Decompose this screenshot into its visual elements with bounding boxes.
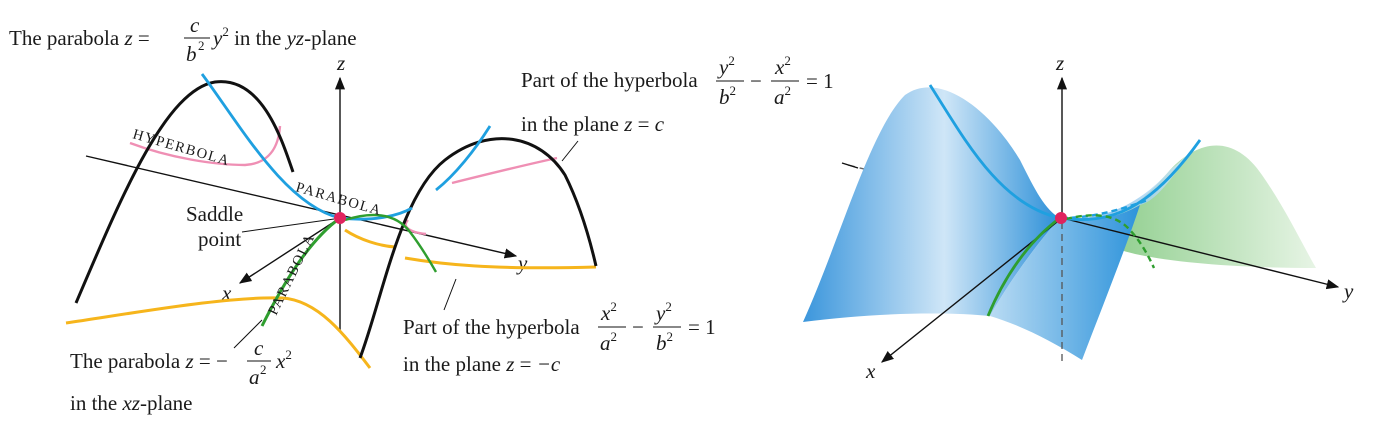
hyperbola-bottom-den2: b2 <box>656 329 673 355</box>
hyperbola-bottom-label-line2: in the plane z = −c <box>403 352 561 376</box>
right-z-axis-label: z <box>1055 51 1064 75</box>
hyperbola-bottom-minus: − <box>632 315 644 339</box>
blue-parabola-yz-right <box>435 125 492 192</box>
yz-frac-den-exp: 2 <box>198 38 205 53</box>
xz-parabola-label-line2: in the xz-plane <box>70 391 192 415</box>
hyperbola-top-minus: − <box>750 69 762 93</box>
yz-parabola-label-rhs: y2 in the yz-plane <box>211 24 357 50</box>
hyperbola-top-num1: y2 <box>717 53 735 79</box>
black-parabola-right <box>358 137 598 359</box>
right-y-axis-back-tip <box>841 162 859 169</box>
hyperbola-top-rhs: = 1 <box>806 69 834 93</box>
orange-hyperbola-bottom-right-2 <box>404 256 597 270</box>
yz-frac-num: c <box>190 13 200 37</box>
saddle-point-label-line2: point <box>198 227 241 251</box>
right-blue-parabola-dashed <box>1061 198 1149 220</box>
blue-surface-front <box>990 205 1140 360</box>
blue-parabola-yz <box>200 73 413 221</box>
pink-hyperbola-left <box>129 125 282 167</box>
left-x-axis-label: x <box>221 281 232 305</box>
right-y-axis <box>1061 217 1340 290</box>
yz-parabola-label: The parabola z = <box>9 26 150 50</box>
saddle-point-label-line1: Saddle <box>186 202 243 226</box>
left-diagram: z y x HYPERBOLA PARABOLA PARABOLA Saddle… <box>9 13 834 415</box>
hyperbola-top-den2: a2 <box>774 83 791 109</box>
left-x-axis <box>238 217 341 284</box>
hyperbola-top-label-line1: Part of the hyperbola <box>521 68 698 92</box>
blue-surface-top <box>1060 140 1200 221</box>
xz-parabola-label-rhs: x2 <box>275 347 292 373</box>
right-x-axis-label: x <box>865 359 876 383</box>
xz-frac-den-exp: 2 <box>260 362 267 377</box>
hyperbola-bottom-label-line1: Part of the hyperbola <box>403 315 580 339</box>
left-y-axis-label: y <box>516 251 528 275</box>
right-y-axis-label: y <box>1342 279 1354 303</box>
right-blue-parabola <box>928 84 1061 220</box>
left-y-axis <box>85 155 518 259</box>
hyperbola-bottom-num1: x2 <box>600 299 617 325</box>
green-parabola-xz-back <box>344 213 438 273</box>
xz-parabola-label: The parabola z = − <box>70 349 228 373</box>
saddle-point-leader <box>241 218 335 233</box>
green-parabola-xz <box>260 216 341 327</box>
right-green-parabola <box>986 216 1061 317</box>
hyperbola-bottom-num2: y2 <box>654 299 672 325</box>
blue-surface-left <box>803 87 1060 322</box>
hyperbola-bottom-den1: a2 <box>600 329 617 355</box>
right-blue-parabola-right <box>1059 139 1202 221</box>
xz-frac-den: a <box>249 365 260 389</box>
left-saddle-point <box>334 212 346 224</box>
orange-hyperbola-bottom-right <box>344 228 396 249</box>
hyperbola-bottom-rhs: = 1 <box>688 315 716 339</box>
xz-parabola-leader <box>233 319 263 349</box>
hyperbola-bottom-leader <box>443 278 457 311</box>
right-saddle-point <box>1055 212 1067 224</box>
hyperbola-top-den1: b2 <box>719 83 736 109</box>
xz-frac-num: c <box>254 336 264 360</box>
yz-frac-den: b <box>186 42 197 66</box>
black-parabola-left <box>74 80 295 304</box>
hyperbola-top-leader <box>561 140 579 162</box>
right-diagram: z y x <box>803 51 1354 383</box>
hyperbola-top-num2: x2 <box>774 53 791 79</box>
hyperbola-top-label-line2: in the plane z = c <box>521 112 665 136</box>
left-z-axis-label: z <box>336 51 345 75</box>
pink-hyperbola-right <box>451 156 558 185</box>
parabola-xz-caption: PARABOLA <box>265 231 318 318</box>
right-green-parabola-back <box>1065 214 1156 269</box>
